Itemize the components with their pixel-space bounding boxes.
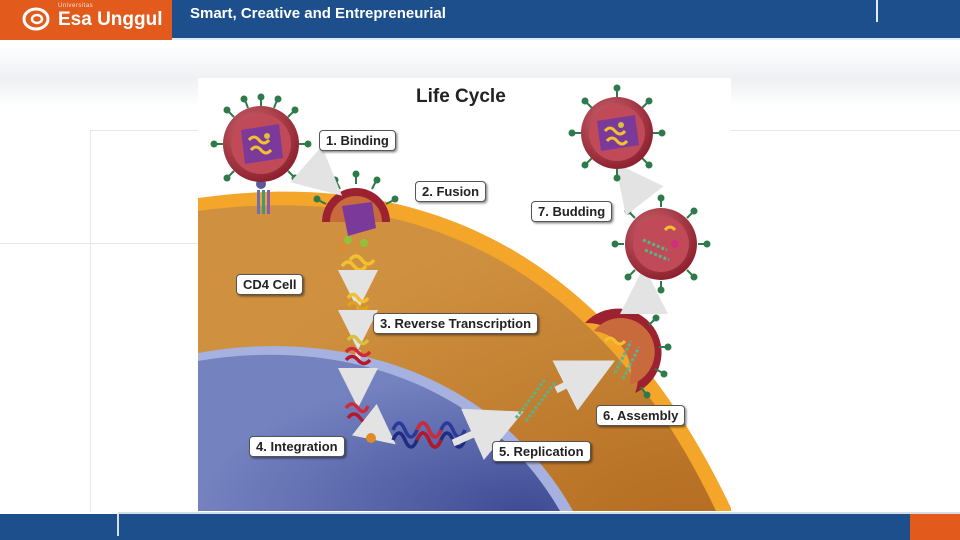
label-replication: 5. Replication [492, 441, 591, 462]
label-reverse-transcription: 3. Reverse Transcription [373, 313, 539, 334]
label-binding: 1. Binding [319, 130, 396, 151]
label-budding: 7. Budding [531, 201, 613, 222]
virus-budding [611, 194, 711, 294]
header-divider [172, 38, 960, 40]
logo-swirl-icon [22, 7, 50, 31]
virus-assembly [585, 300, 672, 399]
footer-accent [910, 514, 960, 540]
footer-bar [0, 514, 960, 540]
virus-binding [210, 93, 312, 182]
background-line [0, 243, 198, 244]
virus-mature [568, 84, 666, 182]
footer-divider [117, 514, 119, 536]
label-fusion: 2. Fusion [415, 181, 487, 202]
header-divider [876, 0, 878, 22]
background-line [90, 130, 91, 512]
cd4-receptor [256, 179, 270, 214]
background-line [90, 130, 198, 131]
figure-title: Life Cycle [416, 86, 506, 107]
life-cycle-illustration [198, 84, 731, 511]
logo[interactable]: Universitas Esa Unggul [0, 0, 172, 40]
footer-divider [118, 512, 960, 514]
virus-fusion [313, 170, 399, 236]
label-cd4-cell: CD4 Cell [236, 274, 304, 295]
label-integration: 4. Integration [249, 436, 345, 457]
logo-name: Esa Unggul [58, 9, 163, 30]
life-cycle-figure: Life Cycle 1. Binding 2. Fusion CD4 Cell… [198, 78, 731, 511]
label-assembly: 6. Assembly [596, 405, 686, 426]
background-line [731, 130, 960, 131]
logo-subtitle: Universitas [58, 3, 94, 9]
tagline: Smart, Creative and Entrepreneurial [190, 5, 446, 22]
